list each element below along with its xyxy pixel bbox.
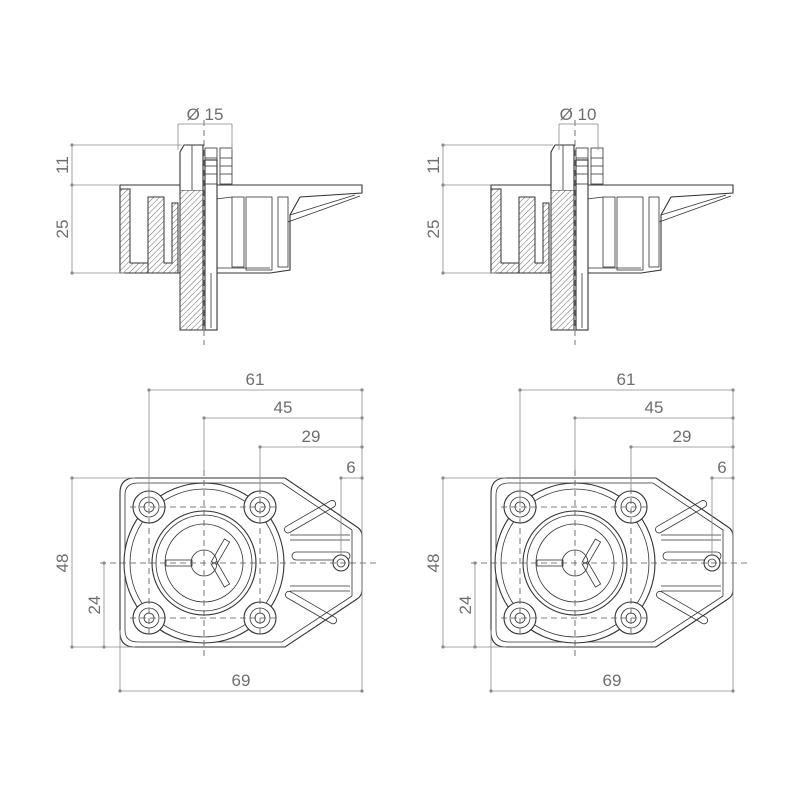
width-45-label: 45 xyxy=(645,398,664,417)
diameter-label: Ø 15 xyxy=(187,105,224,124)
height-top-label: 11 xyxy=(53,156,72,174)
width-29-label: 29 xyxy=(302,427,321,446)
height-48-label: 48 xyxy=(424,554,443,573)
diameter-dimension-line xyxy=(558,123,599,150)
width-61-label: 61 xyxy=(617,370,636,389)
right-section-view: Ø 10 11 25 xyxy=(424,105,734,346)
width-61-label: 61 xyxy=(246,370,265,389)
width-29-label: 29 xyxy=(673,427,692,446)
height-48-label: 48 xyxy=(53,554,72,573)
left-section-view: Ø 15 11 25 xyxy=(53,105,363,346)
width-69-label: 69 xyxy=(603,671,622,690)
width-6-label: 6 xyxy=(346,458,355,477)
right-plan-view: 61 45 29 6 48 24 69 xyxy=(424,370,750,694)
width-69-label: 69 xyxy=(232,671,251,690)
width-45-label: 45 xyxy=(274,398,293,417)
diameter-label: Ø 10 xyxy=(560,105,597,124)
height-top-label: 11 xyxy=(424,156,443,174)
diameter-dimension-line xyxy=(177,123,233,150)
height-24-label: 24 xyxy=(85,596,104,615)
height-24-label: 24 xyxy=(456,596,475,615)
height-body-label: 25 xyxy=(53,220,72,239)
height-body-label: 25 xyxy=(424,220,443,239)
left-plan-view: 61 45 29 6 48 24 69 xyxy=(53,370,379,694)
width-6-label: 6 xyxy=(717,458,726,477)
